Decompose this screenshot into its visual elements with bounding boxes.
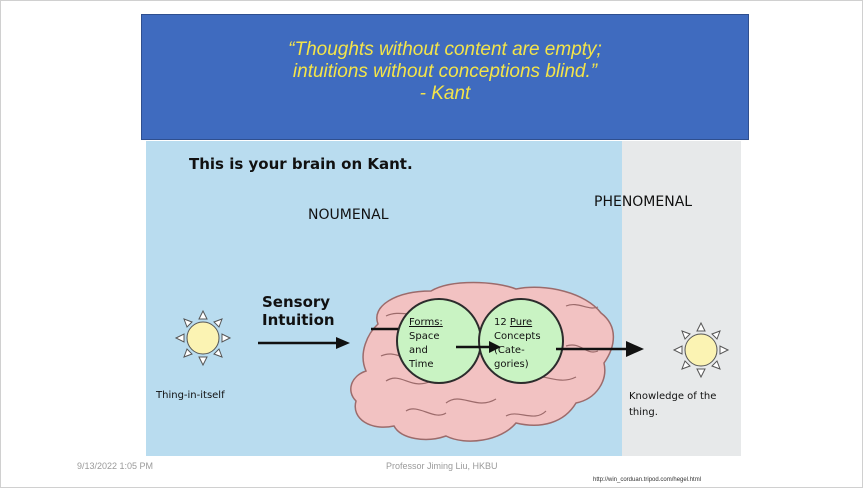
sensory-intuition-label: Sensory Intuition [262,293,335,329]
forms-line-1: Forms: [409,317,443,328]
quote-line-1: “Thoughts without content are empty; [288,39,602,60]
arrows [258,327,644,357]
phenomenal-region [622,141,741,456]
forms-line-3: and [409,345,428,356]
concepts-circle [478,298,564,384]
knowledge-line-2: thing. [629,407,658,418]
phenomenal-label: PHENOMENAL [594,194,693,210]
thing-in-itself-label: Thing-in-itself [156,390,225,401]
sun-icon-right [672,321,730,379]
forms-line-4: Time [409,359,434,370]
concepts-count: 12 [494,317,510,328]
kant-brain-figure: This is your brain on Kant. NOUMENAL PHE… [146,141,741,456]
forms-line-2: Space [409,331,440,342]
footer-presenter: Professor Jiming Liu, HKBU [386,461,498,471]
concepts-line-4: gories) [494,359,529,370]
sensory-line-1: Sensory [262,293,331,311]
concepts-line-3: (Cate- [494,345,525,356]
knowledge-label: Knowledge of the thing. [629,389,716,421]
knowledge-line-1: Knowledge of the [629,391,717,402]
forms-text: Forms: Space and Time [409,316,443,372]
noumenal-label: NOUMENAL [308,207,389,223]
quote-banner: “Thoughts without content are empty; int… [141,14,749,140]
quote-author: - Kant [419,83,471,104]
concepts-line-1: 12 Pure [494,316,541,330]
figure-title: This is your brain on Kant. [189,155,413,173]
quote-line-2: intuitions without conceptions blind.” [292,61,598,82]
concepts-line-2: Concepts [494,331,541,342]
brain-illustration [350,281,615,442]
figure-drawing [174,281,730,442]
source-link[interactable]: http://win_corduan.tripod.com/hegel.html [593,477,702,483]
sensory-line-2: Intuition [262,311,335,329]
footer-date: 9/13/2022 1:05 PM [77,461,154,471]
concepts-text: 12 Pure Concepts (Cate- gories) [494,316,541,372]
sun-icon-left [174,309,232,367]
pure-link[interactable]: Pure [509,317,533,328]
